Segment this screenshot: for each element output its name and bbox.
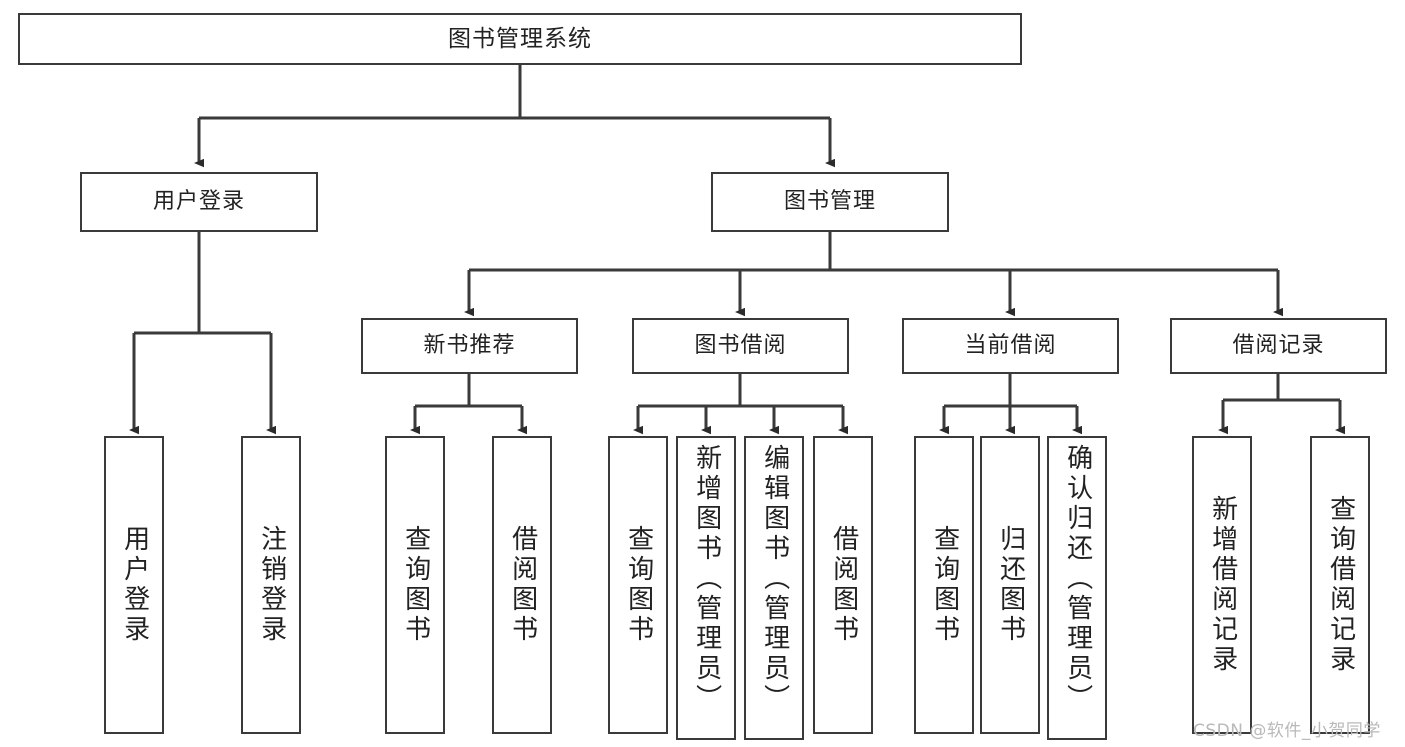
node-label: 查询图书 [400, 525, 431, 645]
node-label: 新书推荐 [423, 333, 516, 359]
node-label: 编辑图书（管理员） [759, 444, 790, 714]
node-book-borrow[interactable]: 图书借阅 [632, 318, 849, 374]
node-label: 借阅记录 [1232, 333, 1325, 359]
leaf-borrow-edit-book-admin[interactable]: 编辑图书（管理员） [744, 436, 804, 740]
watermark-text: CSDN @软件_小贺同学 [1193, 721, 1381, 741]
node-new-book-recommend[interactable]: 新书推荐 [361, 318, 578, 374]
node-label: 新增图书（管理员） [691, 444, 722, 714]
node-label: 查询图书 [623, 525, 654, 645]
leaf-user-logout[interactable]: 注销登录 [241, 436, 301, 734]
node-label: 查询借阅记录 [1325, 495, 1356, 675]
leaf-borrow-add-book-admin[interactable]: 新增图书（管理员） [676, 436, 736, 740]
leaf-current-query-book[interactable]: 查询图书 [914, 436, 974, 734]
node-label: 确认归还（管理员） [1062, 444, 1093, 714]
node-label: 借阅图书 [507, 525, 538, 645]
node-current-borrow[interactable]: 当前借阅 [902, 318, 1119, 374]
node-label: 当前借阅 [964, 333, 1057, 359]
node-label: 新增借阅记录 [1207, 495, 1238, 675]
node-label: 图书借阅 [694, 333, 787, 359]
node-label: 查询图书 [929, 525, 960, 645]
node-user-login[interactable]: 用户登录 [80, 172, 318, 232]
node-borrow-record[interactable]: 借阅记录 [1170, 318, 1387, 374]
leaf-borrow-borrow-book[interactable]: 借阅图书 [813, 436, 873, 734]
leaf-recommend-borrow-book[interactable]: 借阅图书 [492, 436, 552, 734]
node-label: 注销登录 [256, 525, 287, 645]
node-root-system[interactable]: 图书管理系统 [18, 13, 1022, 65]
leaf-current-return-book[interactable]: 归还图书 [980, 436, 1040, 734]
leaf-current-confirm-return-admin[interactable]: 确认归还（管理员） [1047, 436, 1107, 740]
node-label: 用户登录 [119, 525, 150, 645]
node-label: 归还图书 [995, 525, 1026, 645]
node-label: 图书管理系统 [448, 25, 592, 52]
node-label: 借阅图书 [828, 525, 859, 645]
node-label: 用户登录 [152, 189, 245, 215]
leaf-borrow-query-book[interactable]: 查询图书 [608, 436, 668, 734]
leaf-record-add-record[interactable]: 新增借阅记录 [1192, 436, 1252, 734]
leaf-recommend-query-book[interactable]: 查询图书 [385, 436, 445, 734]
leaf-record-query-record[interactable]: 查询借阅记录 [1310, 436, 1370, 734]
leaf-user-login[interactable]: 用户登录 [104, 436, 164, 734]
node-label: 图书管理 [783, 189, 876, 215]
node-book-management[interactable]: 图书管理 [711, 172, 949, 232]
